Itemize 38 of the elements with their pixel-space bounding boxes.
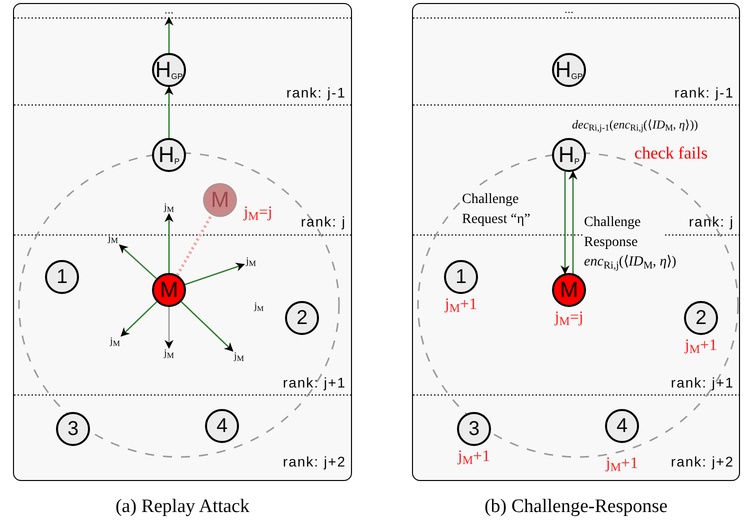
rank-label: rank: j+1 xyxy=(282,374,346,392)
formula-text: enc$_{Ri,j}$(⟨ID$_{M}$, η⟩) xyxy=(584,253,676,271)
rank-label: rank: j xyxy=(688,213,734,231)
arrow xyxy=(118,244,157,280)
rank-tag: j$_{M}$ xyxy=(163,349,175,359)
rank-tag: j$_{M}$=j xyxy=(244,203,272,223)
rank-label: rank: j xyxy=(300,213,346,231)
rank-tag: j$_{M}$ xyxy=(233,352,245,362)
rank-tag: j$_{M}$ xyxy=(163,203,175,213)
rank-tag: j$_{M}$+1 xyxy=(444,295,478,315)
ellipsis: ... xyxy=(164,6,174,16)
rank-tag: j$_{M}$=j xyxy=(554,308,584,328)
rank-label: rank: j+1 xyxy=(670,374,734,392)
arrow xyxy=(560,172,570,274)
arrow xyxy=(164,16,174,53)
panel-title: (b) Challenge-Response xyxy=(484,496,668,517)
dotted-link xyxy=(176,214,213,276)
arrow xyxy=(164,213,174,273)
rank-label: rank: j-1 xyxy=(286,84,346,102)
rank-label: rank: j-1 xyxy=(674,84,734,102)
rank-tag: j$_{M}$+1 xyxy=(606,454,638,474)
status-text: check fails xyxy=(634,142,708,164)
formula-text: dec$_{Ri,j-1}$(enc$_{Ri,j}$(⟨ID$_{M}$, η⟩)) xyxy=(572,118,698,132)
rank-tag: j$_{M}$ xyxy=(245,257,257,267)
arrow xyxy=(568,170,578,274)
arrow xyxy=(120,301,158,337)
rank-label: rank: j+2 xyxy=(670,453,734,471)
arrow xyxy=(180,301,234,352)
ellipsis: ... xyxy=(564,4,574,18)
arrow xyxy=(164,86,174,138)
rank-tag: j$_{M}$+1 xyxy=(458,447,490,467)
rank-label: rank: j+2 xyxy=(282,453,346,471)
arrow xyxy=(184,262,245,286)
rank-tag: j$_{M}$+1 xyxy=(684,336,718,356)
rank-tag: j$_{M}$ xyxy=(109,337,121,347)
arrow xyxy=(164,307,174,349)
panel-title: (a) Replay Attack xyxy=(115,496,250,517)
rank-tag: j$_{M}$ xyxy=(254,300,264,314)
